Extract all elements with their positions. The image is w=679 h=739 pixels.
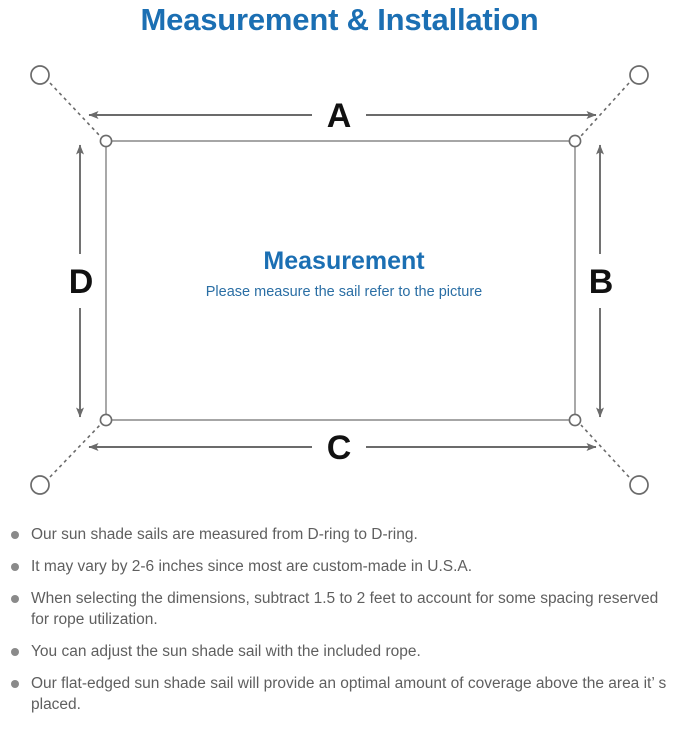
- diagram-center-heading: Measurement: [263, 247, 425, 275]
- dimension-d-label: D: [69, 263, 94, 301]
- list-item-text: Our sun shade sails are measured from D-…: [31, 526, 418, 543]
- list-item: It may vary by 2-6 inches since most are…: [0, 556, 679, 577]
- bullet-icon: [11, 648, 19, 656]
- sail-body: [105, 140, 576, 421]
- rope-bottom-right: [580, 424, 630, 478]
- bullet-icon: [11, 595, 19, 603]
- anchor-bottom-right-icon: [629, 475, 649, 495]
- rope-top-left: [49, 82, 101, 137]
- anchor-points: [30, 65, 649, 495]
- rope-top-right: [580, 82, 630, 137]
- anchor-top-right-icon: [629, 65, 649, 85]
- list-item: Our flat-edged sun shade sail will provi…: [0, 673, 679, 715]
- list-item-text: Our flat-edged sun shade sail will provi…: [31, 675, 667, 713]
- list-item: Our sun shade sails are measured from D-…: [0, 524, 679, 545]
- d-rings: [99, 134, 582, 427]
- anchor-bottom-left-icon: [30, 475, 50, 495]
- list-item: When selecting the dimensions, subtract …: [0, 588, 679, 630]
- d-ring-bottom-right-icon: [568, 413, 582, 427]
- list-item-text: It may vary by 2-6 inches since most are…: [31, 558, 473, 575]
- d-ring-bottom-left-icon: [99, 413, 113, 427]
- bullet-icon: [11, 531, 19, 539]
- d-ring-top-left-icon: [99, 134, 113, 148]
- diagram-center-subtext: Please measure the sail refer to the pic…: [206, 284, 482, 300]
- rope-lines: [49, 82, 630, 478]
- list-item-text: When selecting the dimensions, subtract …: [31, 590, 659, 628]
- notes-list: Our sun shade sails are measured from D-…: [0, 524, 679, 726]
- sail-diagram: A C D B Measurement Please measure the s…: [0, 44, 679, 514]
- rope-bottom-left: [49, 424, 101, 478]
- anchor-top-left-icon: [30, 65, 50, 85]
- page-title: Measurement & Installation: [140, 2, 539, 37]
- dimension-b-label: B: [589, 263, 614, 301]
- bullet-icon: [11, 563, 19, 571]
- dimension-c-label: C: [327, 429, 352, 467]
- d-ring-top-right-icon: [568, 134, 582, 148]
- dimension-a-label: A: [327, 97, 352, 135]
- list-item: You can adjust the sun shade sail with t…: [0, 641, 679, 662]
- list-item-text: You can adjust the sun shade sail with t…: [31, 643, 421, 660]
- bullet-icon: [11, 680, 19, 688]
